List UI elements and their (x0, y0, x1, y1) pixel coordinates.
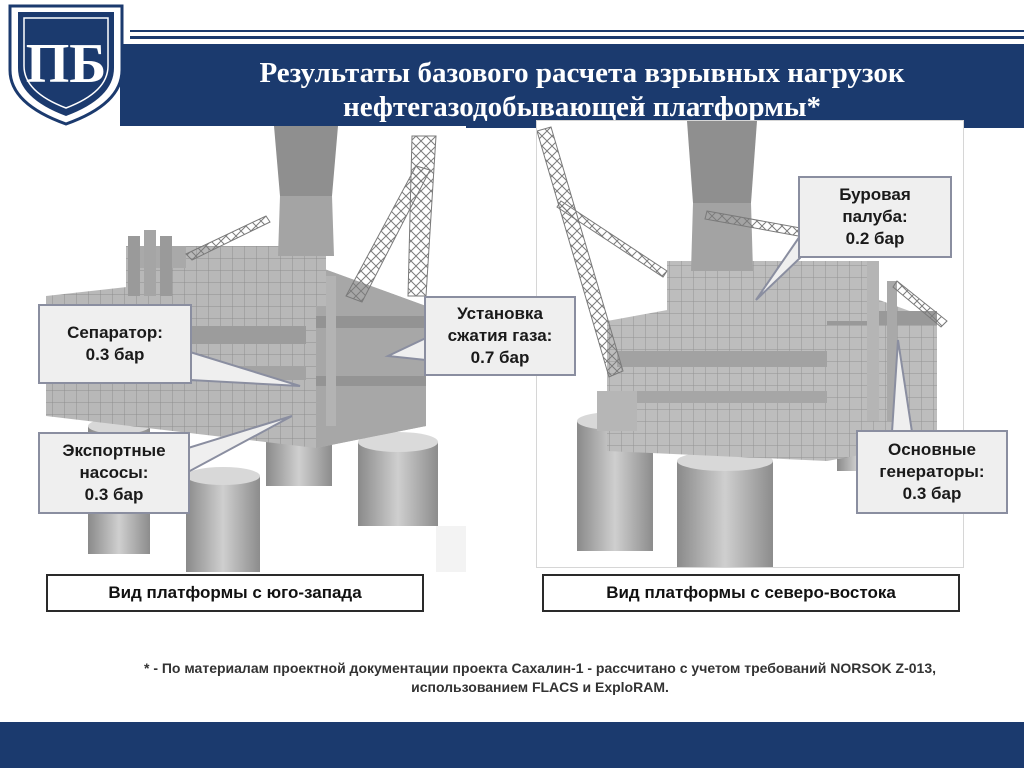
callout-gas-compression-value: 0.7 бар (470, 348, 530, 367)
callout-export-pumps: Экспортные насосы: 0.3 бар (38, 432, 190, 514)
footer-bar (0, 722, 1024, 768)
callout-main-generators: Основные генераторы: 0.3 бар (856, 430, 1008, 514)
footnote-line1: * - По материалам проектной документации… (143, 660, 937, 676)
callout-gas-compression-line2: сжатия газа: (447, 326, 553, 345)
caption-southwest-view: Вид платформы с юго-запада (46, 574, 424, 612)
callout-export-pumps-line2: насосы: (79, 463, 149, 482)
footnote-line2: использованием FLACS и ExploRAM. (411, 679, 669, 695)
page-title-line1: Результаты базового расчета взрывных наг… (259, 57, 905, 89)
header-band (120, 44, 1024, 128)
callout-main-generators-value: 0.3 бар (902, 484, 962, 503)
logo-letters: ПБ (26, 33, 107, 95)
callout-main-generators-line2: генераторы: (879, 462, 985, 481)
callout-separator: Сепаратор: 0.3 бар (38, 304, 192, 384)
callout-main-generators-line1: Основные (887, 440, 977, 459)
callout-export-pumps-value: 0.3 бар (84, 485, 144, 504)
footnote: * - По материалам проектной документации… (60, 659, 1020, 697)
caption-northeast-view: Вид платформы с северо-востока (542, 574, 960, 612)
callout-drill-deck-value: 0.2 бар (845, 229, 905, 248)
page-title: Результаты базового расчета взрывных наг… (140, 56, 1024, 126)
callout-drill-deck-line2: палуба: (842, 207, 908, 226)
page-title-line2: нефтегазодобывающей платформы* (342, 91, 821, 123)
callout-gas-compression: Установка сжатия газа: 0.7 бар (424, 296, 576, 376)
callout-separator-line1: Сепаратор: (67, 323, 163, 342)
header-stripe (130, 30, 1024, 32)
callout-drill-deck: Буровая палуба: 0.2 бар (798, 176, 952, 258)
callout-export-pumps-line1: Экспортные (62, 441, 166, 460)
callout-gas-compression-line1: Установка (457, 304, 543, 323)
company-logo: ПБ (0, 0, 132, 128)
callout-separator-value: 0.3 бар (85, 345, 145, 364)
header-bar (0, 0, 1024, 128)
header-stripe (130, 36, 1024, 39)
callout-drill-deck-line1: Буровая (839, 185, 911, 204)
